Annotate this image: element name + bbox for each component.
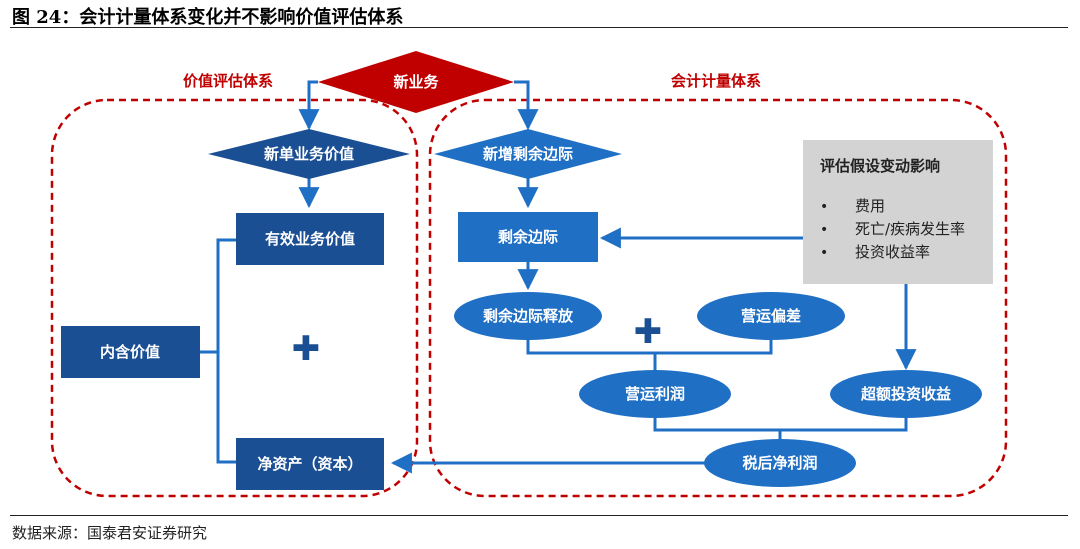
plus-icon: ✚ [292, 329, 321, 369]
embedded-value-label: 内含价值 [100, 343, 160, 361]
figure-source: 数据来源：国泰君安证券研究 [12, 524, 208, 542]
accounting-system-boundary [428, 98, 1008, 498]
assumption-item: 死亡/疾病发生率 [855, 220, 965, 238]
bullet-icon: • [820, 199, 828, 215]
connector-new-business-to-new-csm [514, 80, 539, 131]
operating-profit-label: 营运利润 [625, 385, 685, 403]
bullet-icon: • [820, 222, 828, 238]
valuation-system-boundary [50, 98, 419, 498]
excess-investment-return-label: 超额投资收益 [860, 385, 951, 403]
connector-new-business-to-new-single-value [298, 80, 320, 131]
effective-value-label: 有效业务价值 [265, 230, 355, 248]
assumptions-title: 评估假设变动影响 [820, 157, 940, 175]
net-assets-label: 净资产（资本） [257, 455, 362, 473]
assumption-item: 投资收益率 [855, 243, 930, 261]
assumptions-box [803, 140, 993, 284]
bullet-icon: • [820, 245, 828, 261]
connectors [200, 80, 917, 474]
new-business-label: 新业务 [393, 73, 439, 91]
new-single-value-label: 新单业务价值 [264, 145, 354, 163]
after-tax-profit-ellipse [704, 439, 856, 487]
csm-box [458, 212, 598, 262]
top-rule [10, 27, 1068, 28]
csm-label: 剩余边际 [498, 228, 558, 246]
bracket-release-variance [526, 340, 773, 355]
after-tax-profit-label: 税后净利润 [742, 454, 817, 472]
csm-release-ellipse [454, 292, 602, 340]
new-single-value-diamond [208, 129, 410, 179]
effective-value-box [236, 213, 384, 265]
csm-release-label: 剩余边际释放 [483, 307, 574, 325]
operating-profit-ellipse [579, 370, 731, 418]
excess-investment-return-ellipse [830, 370, 982, 418]
net-assets-box [236, 438, 384, 490]
plus-icon: ✚ [634, 312, 663, 352]
accounting-system-label: 会计计量体系 [671, 72, 761, 90]
operating-variance-label: 营运偏差 [741, 307, 801, 325]
new-business-diamond [318, 51, 514, 113]
embedded-value-box [61, 326, 200, 378]
bracket-embedded-value [216, 238, 236, 464]
bracket-profit-excess [653, 415, 908, 432]
assumption-item: 费用 [855, 197, 885, 215]
new-csm-diamond [434, 129, 622, 179]
operating-variance-ellipse [697, 292, 845, 340]
new-csm-label: 新增剩余边际 [483, 145, 573, 163]
figure-title: 图 24：会计计量体系变化并不影响价值评估体系 [12, 7, 404, 28]
valuation-system-label: 价值评估体系 [183, 72, 273, 90]
bottom-rule [10, 515, 1068, 516]
